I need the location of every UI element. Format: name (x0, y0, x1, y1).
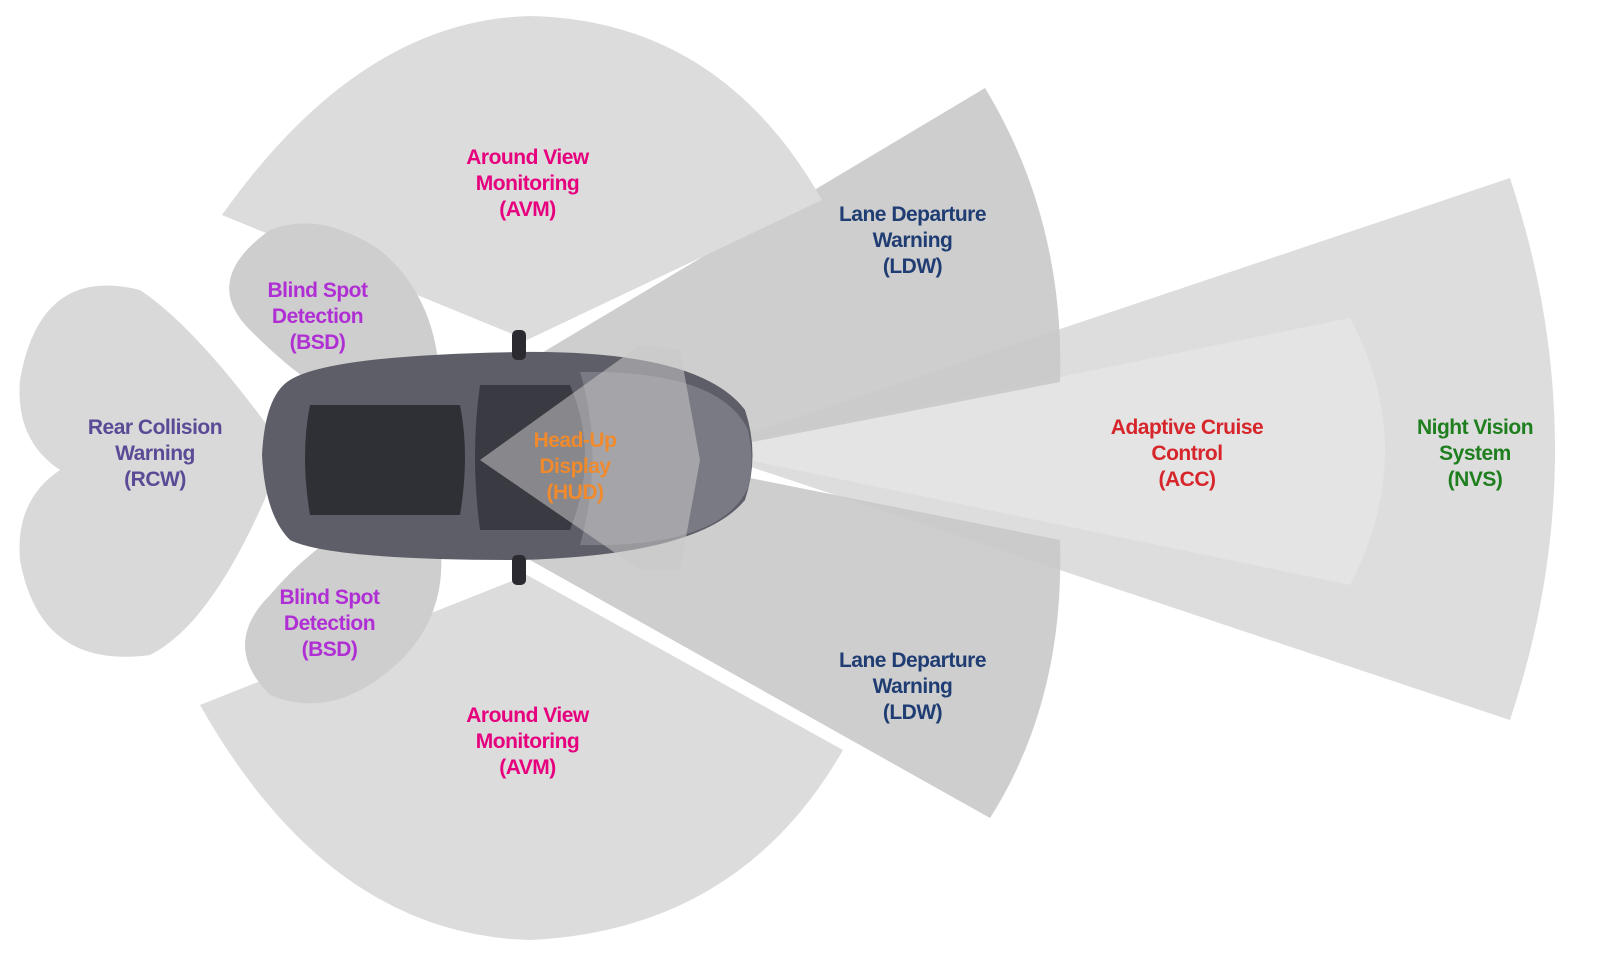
bsd-top-zone (229, 223, 440, 392)
bsd-bottom-zone (245, 540, 442, 704)
hud-zone (480, 345, 700, 570)
rcw-zone (19, 285, 285, 657)
acc-zone (700, 318, 1385, 585)
